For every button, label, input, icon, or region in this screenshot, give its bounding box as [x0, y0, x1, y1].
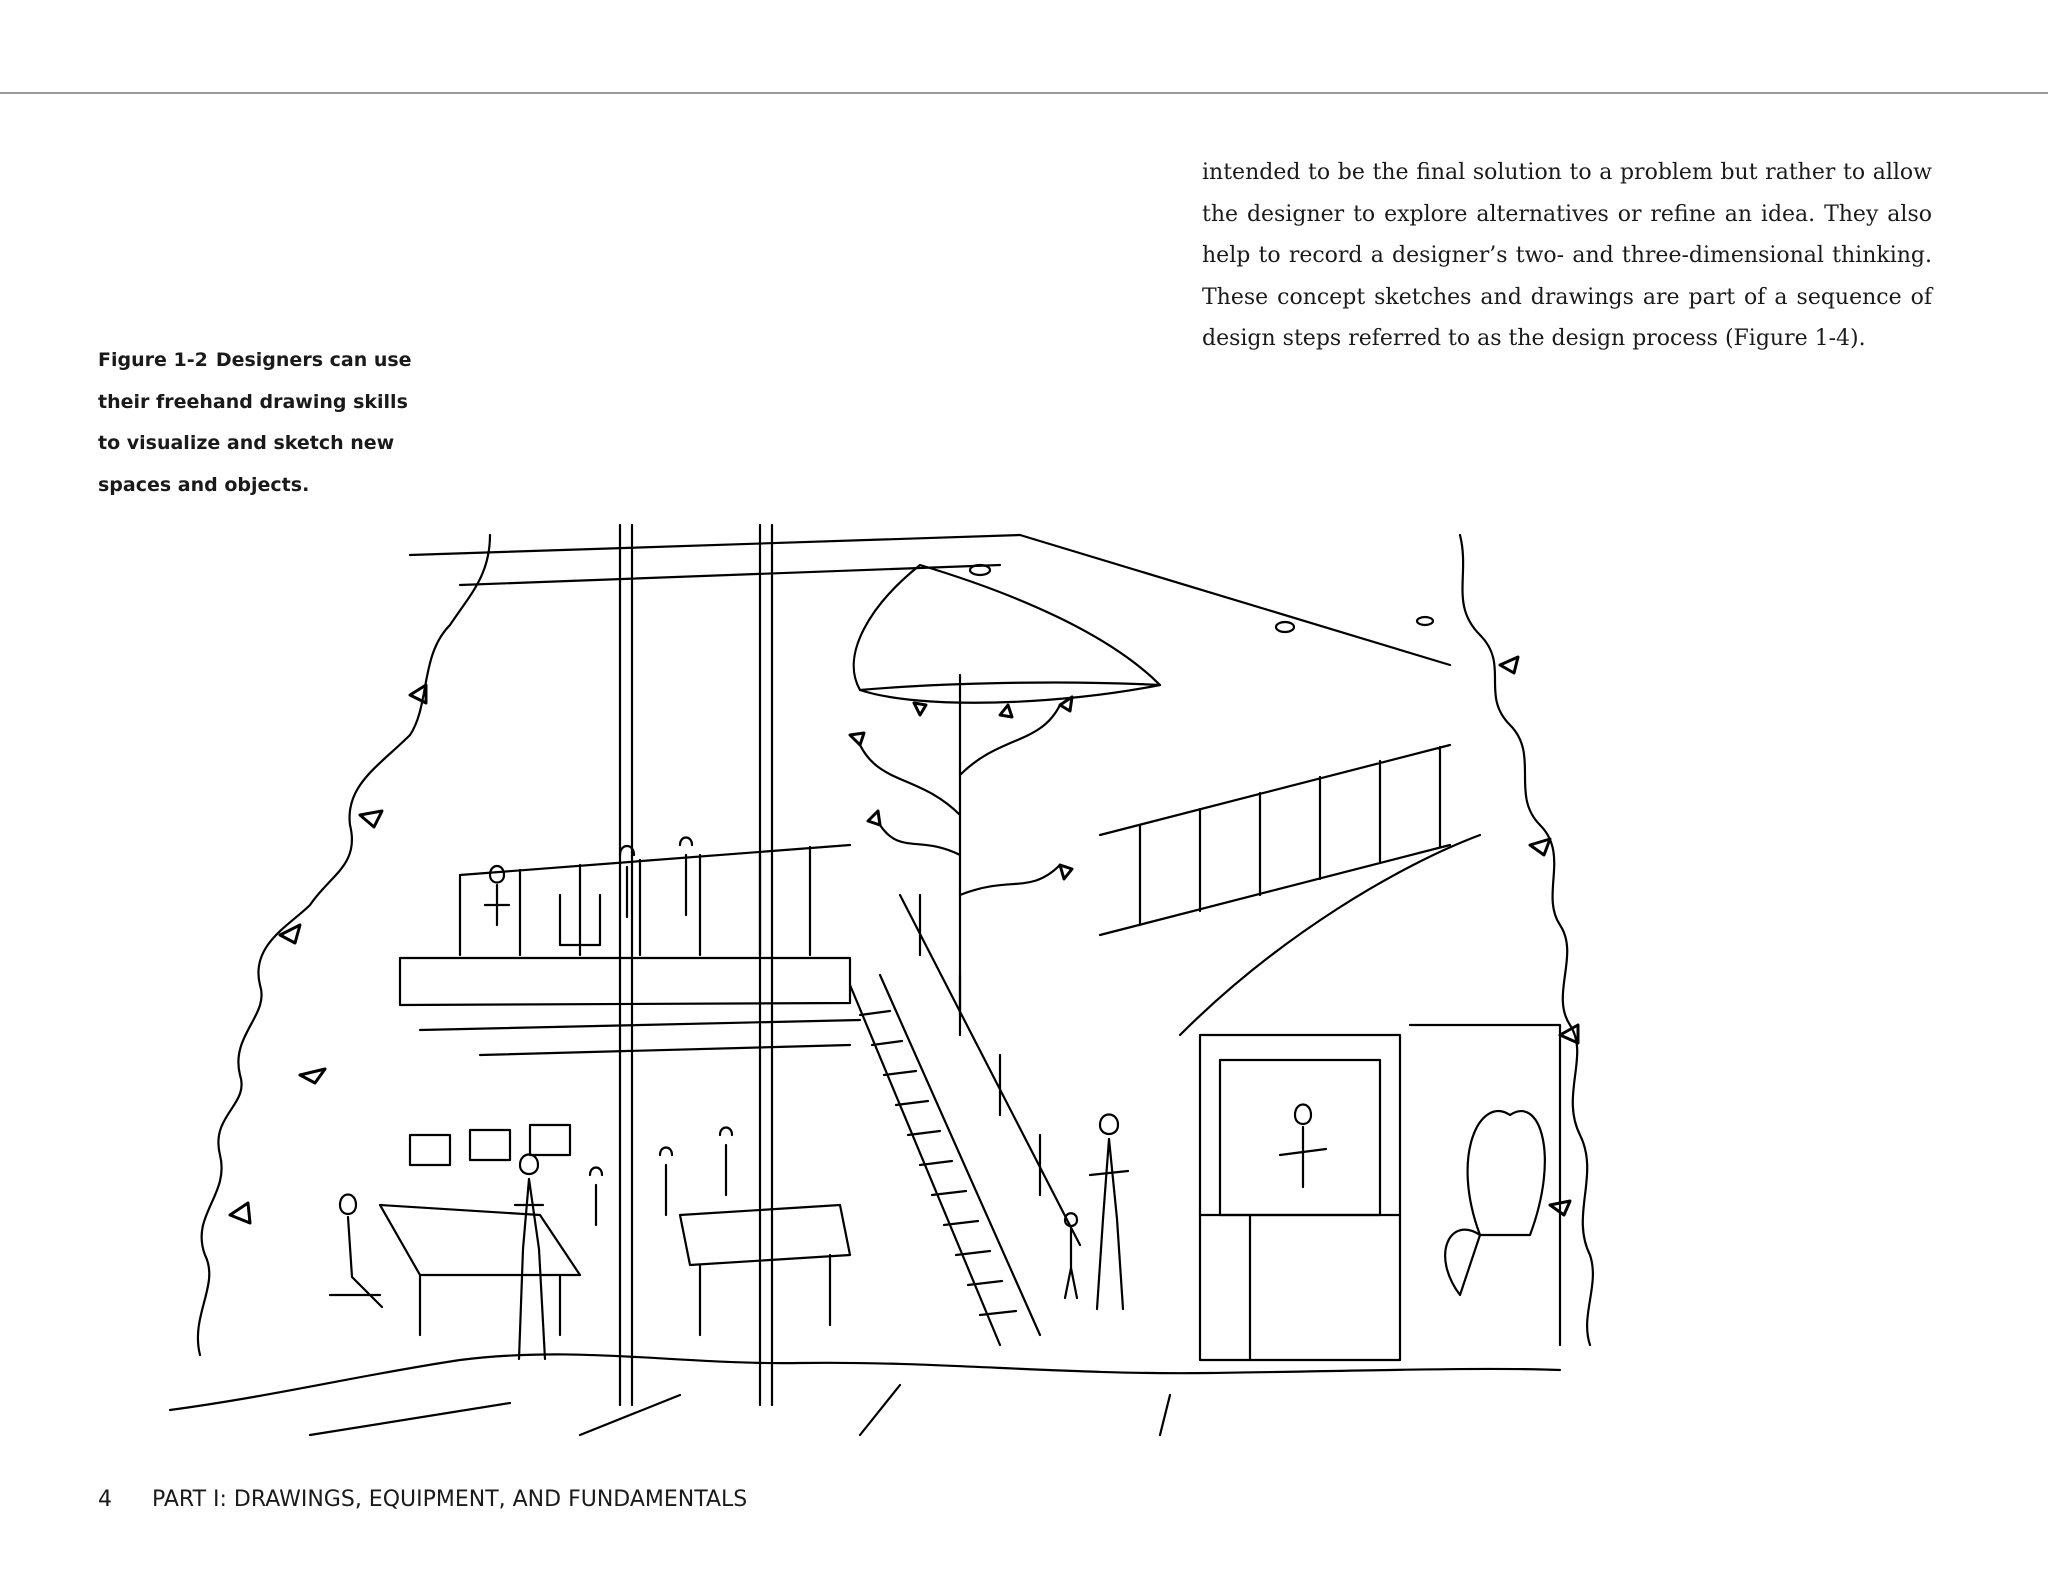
shop-clerk: [1278, 1103, 1328, 1189]
caption-line-2: their freehand drawing skills: [98, 390, 408, 413]
caption-line-1: Figure 1-2 Designers can use: [98, 340, 428, 382]
piano: [378, 1203, 582, 1337]
central-tree-leaves: [848, 695, 1074, 881]
standing-figure: [513, 1153, 547, 1361]
column-center: [758, 523, 774, 1407]
body-line-5: design steps referred to as the design p…: [1202, 326, 1866, 351]
pianist: [328, 1193, 384, 1309]
bar-patrons: [588, 1126, 734, 1227]
ceiling-light-1: [968, 563, 992, 577]
caption-line-4: spaces and objects.: [98, 473, 310, 496]
left-foliage-detail: [228, 683, 428, 1225]
body-line-4: These concept sketches and drawings are …: [1202, 284, 1932, 310]
bar-counter: [678, 1203, 852, 1337]
central-tree: [858, 673, 1062, 1017]
body-paragraph: intended to be the final solution to a p…: [1202, 152, 1932, 360]
left-foliage: [196, 533, 492, 1357]
left-balcony-rail: [458, 843, 852, 957]
right-foliage: [1458, 533, 1594, 1347]
column-left: [618, 523, 634, 1407]
right-foliage-detail: [1498, 655, 1580, 1217]
floor-edge-front: [308, 1383, 1172, 1437]
walking-figure: [1088, 1113, 1130, 1311]
body-line-3: help to record a designer’s two- and thr…: [1202, 243, 1932, 268]
staircase-railing: [898, 893, 1082, 1247]
staircase-stringer: [848, 973, 1042, 1347]
floor-edge: [168, 1353, 1562, 1412]
hanging-sculpture-edge: [858, 681, 1162, 692]
caption-text-1: Designers can use: [215, 349, 412, 371]
page-footer: 4 PART I: DRAWINGS, EQUIPMENT, AND FUNDAM…: [98, 1487, 747, 1512]
leaf-sculpture: [1444, 1110, 1546, 1297]
running-head: PART I: DRAWINGS, EQUIPMENT, AND FUNDAME…: [152, 1487, 748, 1512]
storefront-counter: [1198, 1213, 1402, 1362]
ceiling-light-3: [1415, 615, 1435, 627]
page-number: 4: [98, 1487, 112, 1512]
ceiling-light-2: [1274, 620, 1296, 634]
right-walkway-rail: [1098, 743, 1452, 937]
left-balcony-underside: [418, 1018, 862, 1057]
ceiling-lines: [408, 533, 1452, 667]
body-line-2: the designer to explore alternatives or …: [1202, 201, 1932, 227]
caption-line-3: to visualize and sketch new: [98, 432, 395, 454]
hanging-sculpture: [852, 563, 1162, 704]
staircase-treads: [858, 1009, 1018, 1317]
interior-atrium-sketch-icon: [168, 523, 1594, 1437]
right-walkway-arch: [1178, 833, 1482, 1037]
body-line-1: intended to be the final solution to a p…: [1202, 160, 1932, 185]
left-balcony-figures: [483, 836, 694, 947]
left-balcony-slab: [398, 956, 852, 1007]
child-figure: [1063, 1212, 1079, 1300]
storefront-right: [1198, 1023, 1562, 1362]
figure-caption: Figure 1-2 Designers can use their freeha…: [98, 340, 428, 506]
figure-label: Figure 1-2: [98, 349, 208, 371]
wall-frames: [408, 1123, 572, 1167]
header-rule: [0, 92, 2048, 94]
